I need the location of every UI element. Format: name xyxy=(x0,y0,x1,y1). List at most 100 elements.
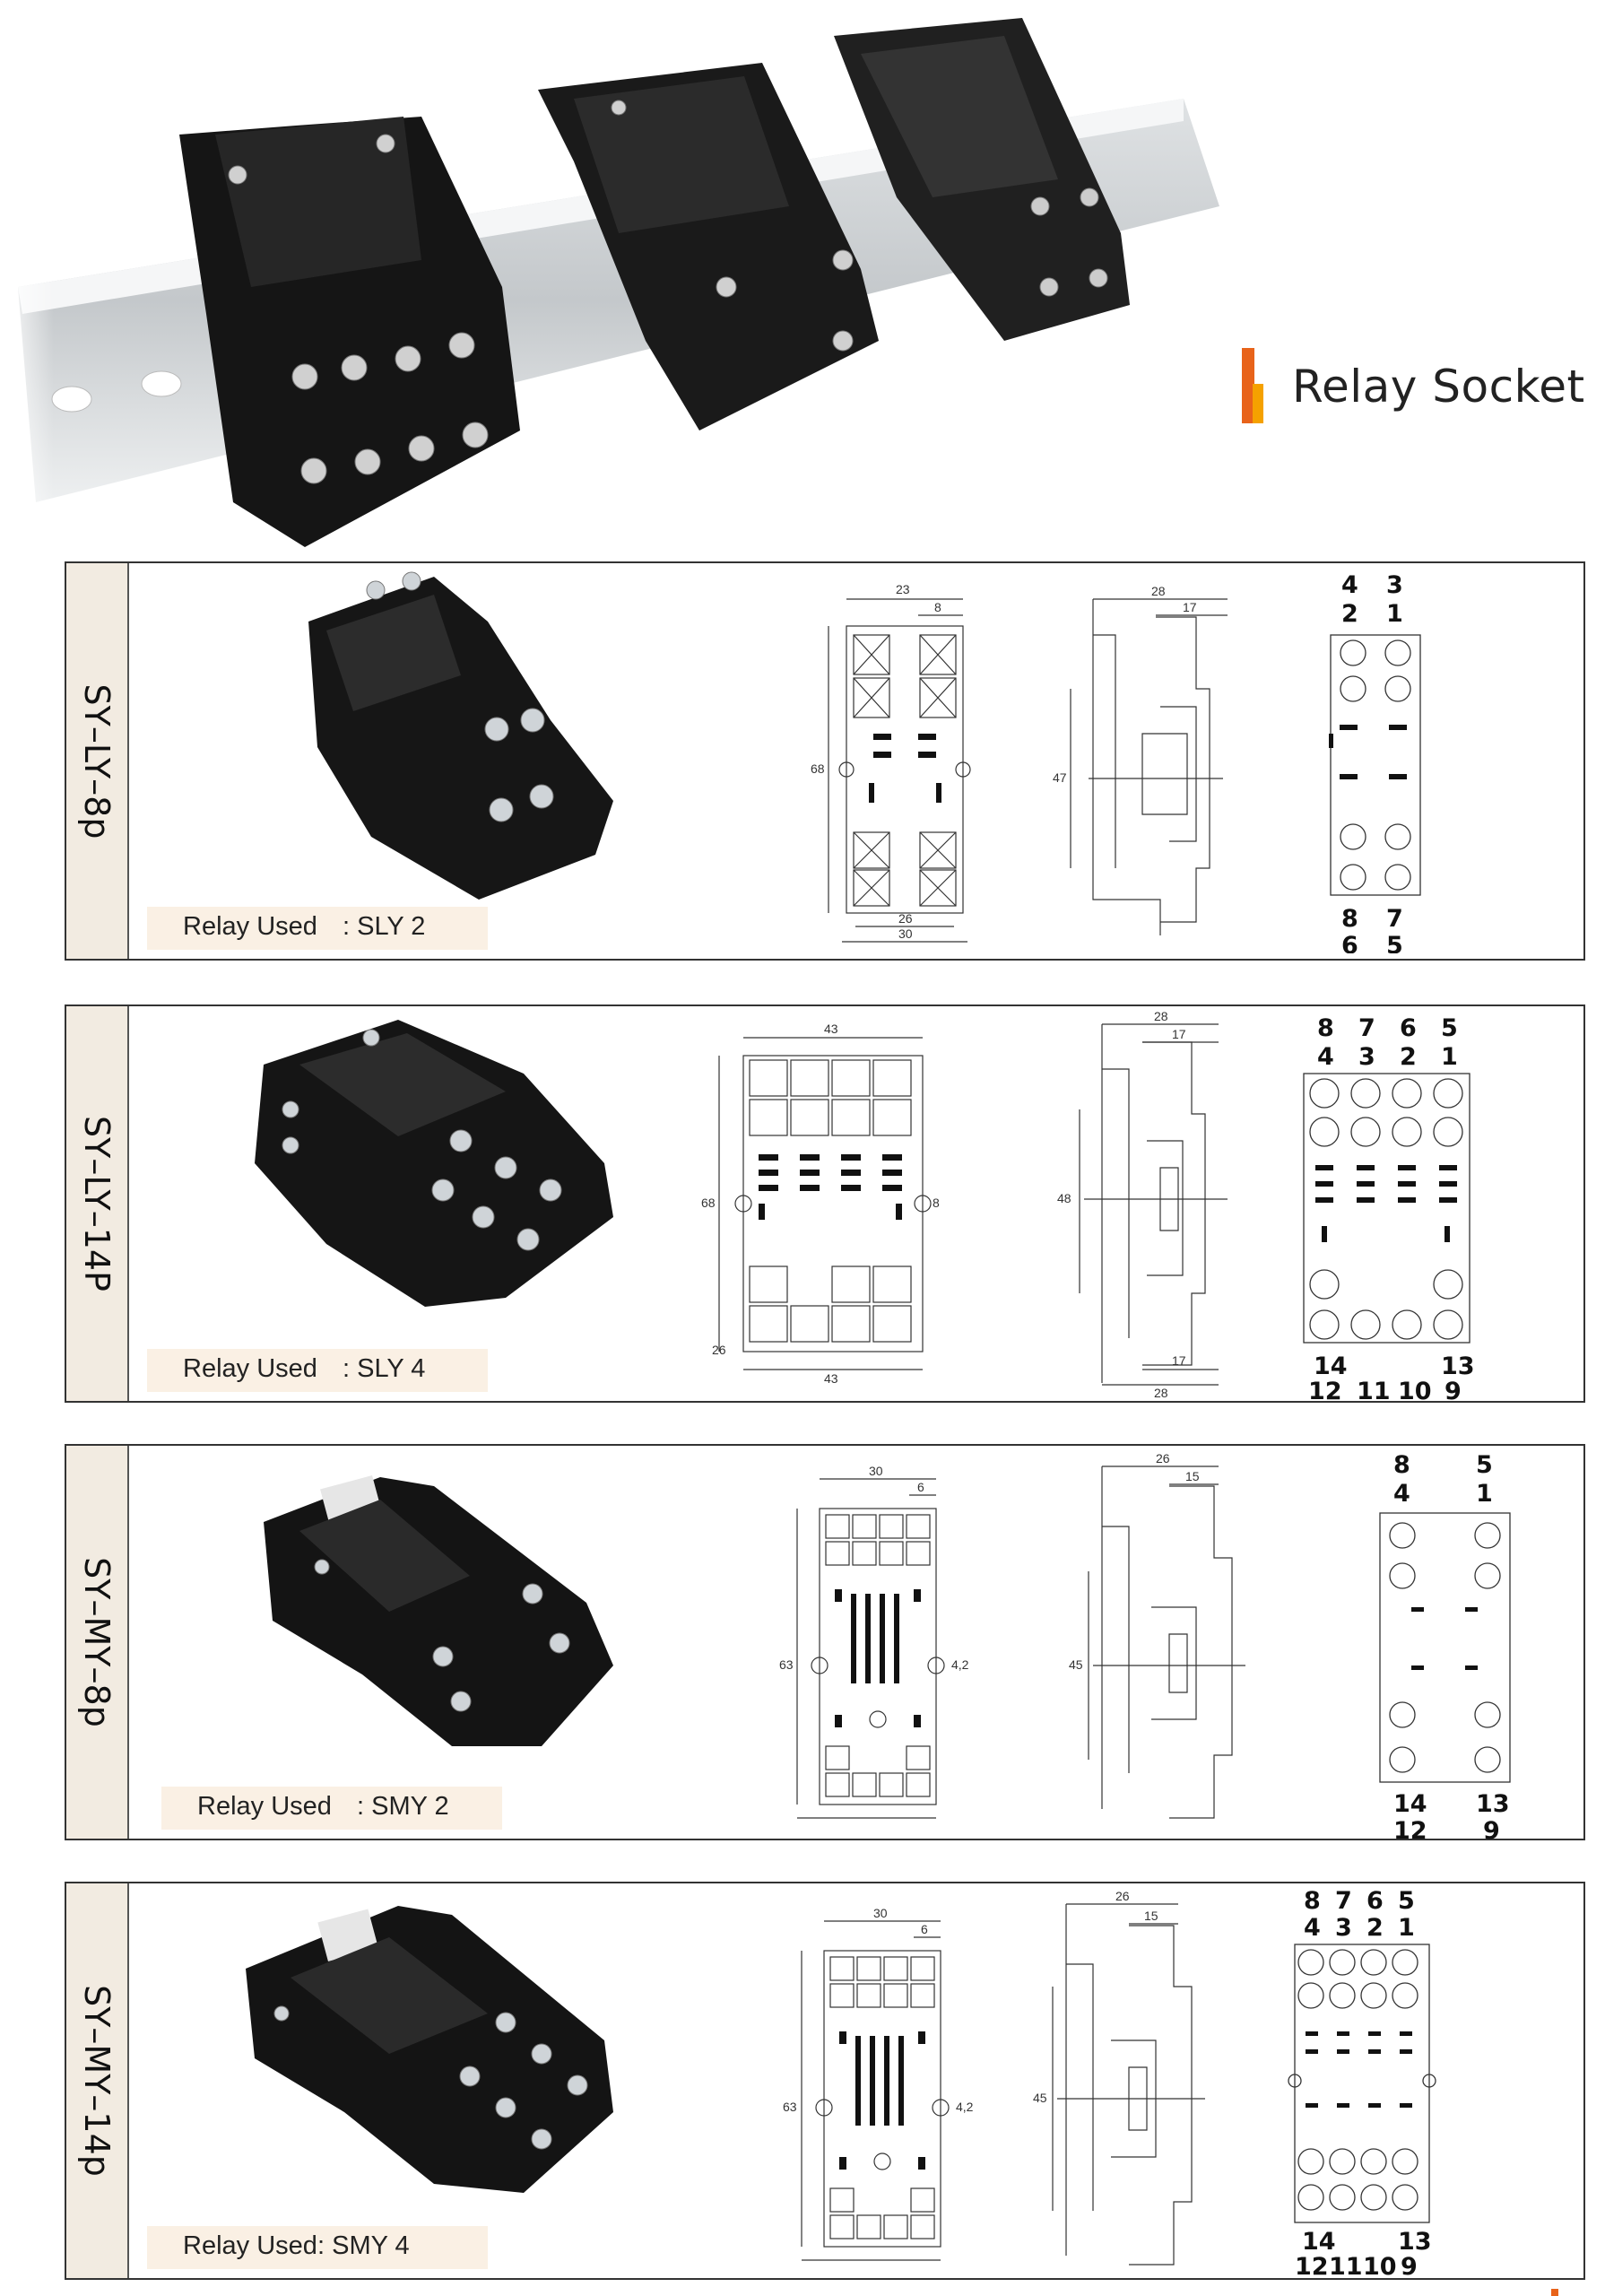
dim-side-width-bottom: 28 xyxy=(1154,1386,1168,1400)
pin-diagram: 8 5 4 1 14 13 12 9 xyxy=(1379,1451,1511,1840)
dim-side-width: 26 xyxy=(1156,1451,1170,1465)
relay-used-label: Relay Used xyxy=(197,1792,332,1821)
dim-top-pitch: 6 xyxy=(917,1480,924,1494)
product-panel-sy-my-14p: SY–MY–14p Relay Used : SMY 4 30 6 63 xyxy=(65,1882,1585,2280)
pin-label: 7 xyxy=(1358,1014,1375,1042)
model-tab: SY–MY–14p xyxy=(66,1883,129,2278)
pin-label: 9 xyxy=(1401,2253,1418,2278)
pin-diagram: 8 7 6 5 4 3 2 1 14 13 12 11 10 9 xyxy=(1303,1014,1475,1401)
dim-top-pitch: 8 xyxy=(934,600,941,614)
pin-label: 4 xyxy=(1341,571,1358,599)
pin-label: 8 xyxy=(1393,1451,1410,1479)
pin-label: 6 xyxy=(1366,1887,1384,1915)
product-photo xyxy=(255,1020,613,1307)
pin-label: 14 xyxy=(1314,1352,1348,1380)
relay-used-label: Relay Used xyxy=(183,912,317,941)
dim-top-width: 43 xyxy=(824,1022,838,1036)
dim-side-height: 48 xyxy=(1057,1191,1071,1205)
relay-used-value: : SLY 2 xyxy=(343,912,426,941)
pin-label: 11 xyxy=(1357,1378,1391,1401)
hero-socket-middle xyxy=(538,63,879,430)
pin-label: 12 xyxy=(1393,1817,1427,1840)
dim-height: 68 xyxy=(701,1196,716,1210)
dim-side-width: 28 xyxy=(1151,584,1166,598)
pin-label: 4 xyxy=(1317,1043,1334,1071)
model-tab: SY–LY–14P xyxy=(66,1006,129,1401)
model-name: SY–LY–14P xyxy=(77,1116,117,1292)
relay-used-box: Relay Used : SMY 4 xyxy=(147,2226,488,2269)
model-tab: SY–MY–8p xyxy=(66,1446,129,1839)
pin-label: 4 xyxy=(1304,1914,1321,1942)
pin-label: 13 xyxy=(1398,2228,1432,2256)
dim-side-inner: 17 xyxy=(1183,600,1197,614)
relay-used-box: Relay Used : SLY 2 xyxy=(147,907,488,950)
brand-bar-yellow xyxy=(1253,384,1263,423)
dim-side-inner: 15 xyxy=(1144,1909,1158,1923)
side-view-drawing: 26 15 45 xyxy=(1033,1889,1205,2266)
pin-label: 3 xyxy=(1386,571,1403,599)
dim-height: 63 xyxy=(783,2100,797,2114)
relay-used-box: Relay Used : SLY 4 xyxy=(147,1349,488,1392)
pin-label: 8 xyxy=(1341,905,1358,933)
product-photo xyxy=(308,571,613,900)
dim-side-height: 45 xyxy=(1069,1657,1083,1672)
top-view-drawing: 30 6 63 4,2 xyxy=(779,1464,969,1819)
pin-label: 6 xyxy=(1400,1014,1417,1042)
pin-label: 5 xyxy=(1441,1014,1458,1042)
relay-used-value: : SLY 4 xyxy=(343,1354,426,1383)
pin-label: 3 xyxy=(1358,1043,1375,1071)
dim-side-width: 26 xyxy=(1115,1889,1130,1903)
dim-height: 63 xyxy=(779,1657,794,1672)
dim-bottom-inner: 26 xyxy=(898,911,913,926)
dim-height: 68 xyxy=(811,761,825,776)
pin-label: 12 xyxy=(1308,1378,1342,1401)
dim-side-inner: 15 xyxy=(1185,1469,1200,1483)
model-name: SY–MY–14p xyxy=(77,1985,117,2177)
pin-label: 3 xyxy=(1335,1914,1352,1942)
relay-used-value: : SMY 2 xyxy=(357,1792,449,1821)
pin-label: 13 xyxy=(1476,1790,1510,1818)
dim-top-width: 30 xyxy=(873,1906,888,1920)
dim-pitch: 4,2 xyxy=(951,1657,969,1672)
pin-label: 4 xyxy=(1393,1480,1410,1508)
dim-top-width: 23 xyxy=(896,582,910,596)
relay-used-value: : SMY 4 xyxy=(317,2231,410,2260)
pin-label: 5 xyxy=(1386,932,1403,953)
top-view-drawing: 43 68 8 26 43 xyxy=(701,1022,940,1386)
page-title: Relay Socket xyxy=(1292,361,1585,413)
product-photo xyxy=(246,1906,613,2193)
relay-used-box: Relay Used : SMY 2 xyxy=(161,1787,502,1830)
pin-label: 14 xyxy=(1302,2228,1336,2256)
top-view-drawing: 30 6 63 4,2 xyxy=(783,1906,974,2261)
side-view-drawing: 28 17 48 17 28 xyxy=(1057,1009,1228,1400)
dim-side-inner: 17 xyxy=(1172,1027,1186,1041)
pin-label: 9 xyxy=(1483,1817,1500,1840)
pin-label: 10 xyxy=(1363,2253,1397,2278)
pin-diagram: 4 3 2 1 8 7 6 5 xyxy=(1329,571,1421,953)
pin-diagram: 8 7 6 5 4 3 2 1 14 13 12 11 10 9 xyxy=(1288,1887,1436,2278)
pin-label: 7 xyxy=(1335,1887,1352,1915)
dim-side-width: 28 xyxy=(1154,1009,1168,1023)
pin-label: 5 xyxy=(1398,1887,1415,1915)
pin-label: 5 xyxy=(1476,1451,1493,1479)
pin-label: 11 xyxy=(1329,2253,1363,2278)
dim-side-inner-bottom: 17 xyxy=(1172,1353,1186,1368)
pin-label: 12 xyxy=(1295,2253,1329,2278)
pin-label: 2 xyxy=(1366,1914,1384,1942)
pin-label: 1 xyxy=(1476,1480,1493,1508)
dim-pitch: 4,2 xyxy=(956,2100,974,2114)
relay-used-label: Relay Used xyxy=(183,1354,317,1383)
dim-top-width: 30 xyxy=(869,1464,883,1478)
pin-label: 1 xyxy=(1398,1914,1415,1942)
pin-label: 2 xyxy=(1400,1043,1417,1071)
product-panel-sy-ly-8p: SY–LY–8p Relay Used : SLY 2 23 8 68 26 3… xyxy=(65,561,1585,961)
top-view-drawing: 23 8 68 26 30 xyxy=(811,582,971,943)
side-view-drawing: 26 15 45 xyxy=(1069,1451,1245,1819)
product-panel-sy-ly-14p: SY–LY–14P Relay Used : SLY 4 xyxy=(65,1004,1585,1403)
pin-label: 1 xyxy=(1386,600,1403,628)
dim-offset: 26 xyxy=(712,1343,726,1357)
model-tab: SY–LY–8p xyxy=(66,563,129,959)
product-photo xyxy=(264,1475,613,1746)
model-name: SY–MY–8p xyxy=(77,1557,117,1727)
pin-label: 2 xyxy=(1341,600,1358,628)
